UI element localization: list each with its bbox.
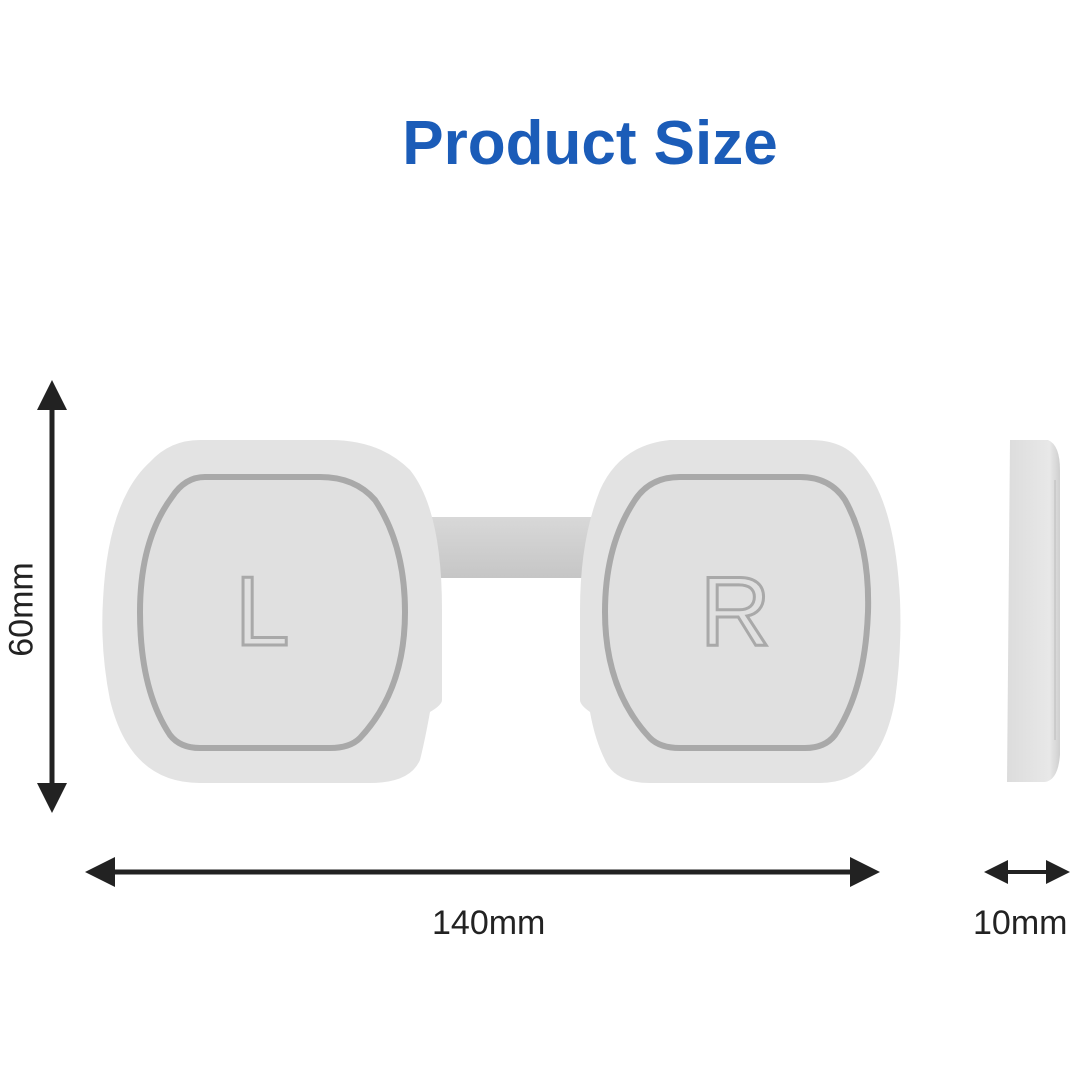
page-title: Product Size xyxy=(402,109,778,178)
right-lens-cap xyxy=(580,440,901,783)
depth-label: 10mm xyxy=(973,904,1068,942)
left-inner-rim xyxy=(136,474,409,751)
right-mark: R xyxy=(699,555,773,668)
width-label: 140mm xyxy=(432,904,546,942)
bridge xyxy=(415,517,605,578)
side-view xyxy=(1007,440,1060,782)
left-lens-cap xyxy=(102,440,443,783)
height-label: 60mm xyxy=(2,562,41,657)
right-inner-rim xyxy=(601,474,872,751)
left-mark: L xyxy=(234,555,291,668)
